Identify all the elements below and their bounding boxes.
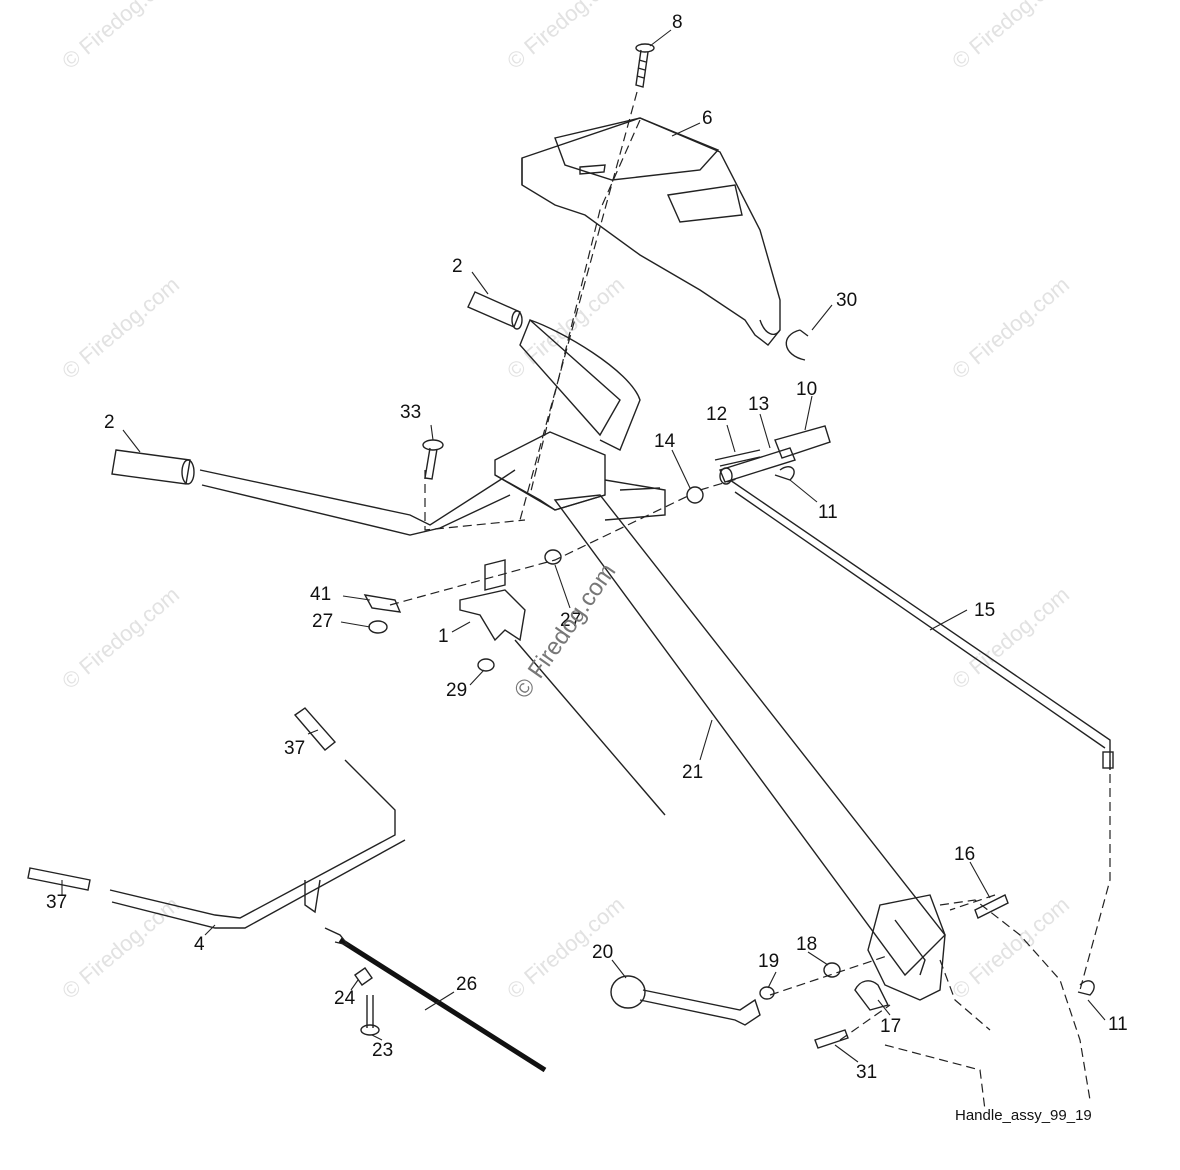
callout-label: 33	[400, 402, 421, 423]
part-nut-29	[477, 658, 495, 672]
part-nut-27-left	[368, 620, 388, 634]
part-clip	[785, 329, 809, 361]
callout-label: 30	[836, 290, 857, 311]
part-lever	[719, 425, 831, 485]
watermark: © Firedog.com	[947, 582, 1074, 694]
part-nut-27-right	[544, 549, 562, 565]
part-nut-18	[823, 962, 841, 978]
callout-label: 12	[706, 404, 727, 425]
part-cable-end	[324, 927, 350, 947]
part-frame-reference	[884, 899, 1091, 1111]
watermark: © Firedog.com	[57, 0, 184, 74]
callout-label: 14	[654, 431, 676, 452]
callout-label: 15	[974, 600, 995, 621]
callout-label: 2	[104, 412, 115, 433]
watermark: © Firedog.com	[57, 892, 184, 1004]
watermark: © Firedog.com	[947, 0, 1074, 74]
part-pin-24	[354, 967, 373, 986]
part-screw-top	[635, 43, 655, 88]
watermark-layer: © Firedog.com © Firedog.com © Firedog.co…	[57, 0, 1074, 1004]
part-shift-lever	[610, 975, 761, 1026]
callout-label: 23	[372, 1040, 393, 1061]
part-carriage-bolt	[422, 439, 444, 480]
part-control-rod-end	[1102, 751, 1114, 769]
callout-label: 31	[856, 1062, 877, 1083]
callout-label: 11	[818, 502, 838, 523]
part-control-rod	[729, 479, 1111, 770]
callout-label: 18	[796, 934, 817, 955]
part-bolt-12	[714, 449, 761, 467]
part-handle-bracket	[494, 431, 666, 521]
leader-lines	[61, 29, 1106, 1063]
callout-labels: 8 6 2 30 2 33 12 13 10 14 11 15 41 27 27…	[46, 12, 1128, 1083]
callout-label: 20	[592, 942, 613, 963]
part-control-bracket	[459, 559, 666, 816]
callout-label: 19	[758, 951, 779, 972]
watermark: © Firedog.com	[947, 892, 1074, 1004]
part-lower-handle	[27, 707, 406, 929]
part-spacer-14	[686, 486, 704, 504]
part-bolt-23	[360, 995, 380, 1036]
callout-label: 27	[312, 611, 333, 632]
part-cable-clip	[363, 594, 402, 613]
watermark: © Firedog.com	[947, 272, 1074, 384]
part-cam-17	[854, 980, 890, 1011]
callout-label: 21	[682, 762, 703, 783]
callout-label: 27	[560, 610, 581, 631]
callout-label: 11	[1108, 1014, 1128, 1035]
callout-label: 16	[954, 844, 975, 865]
callout-label: 24	[334, 988, 356, 1009]
diagram-caption: Handle_assy_99_19	[955, 1107, 1092, 1124]
watermark-prominent: © Firedog.com	[509, 559, 622, 704]
watermark: © Firedog.com	[57, 582, 184, 694]
callout-label: 26	[456, 974, 477, 995]
callout-label: 2	[452, 256, 463, 277]
callout-label: 10	[796, 379, 817, 400]
callout-label: 13	[748, 394, 769, 415]
watermark: © Firedog.com	[502, 0, 629, 74]
part-hairpin-11-lower	[1077, 980, 1095, 996]
part-bolt-31	[814, 1029, 849, 1049]
callout-label: 4	[194, 934, 205, 955]
callout-label: 1	[438, 626, 449, 647]
callout-label: 29	[446, 680, 467, 701]
part-hairpin-11	[774, 466, 795, 481]
callout-label: 37	[46, 892, 67, 913]
part-cable	[338, 937, 547, 1073]
part-bolt-16	[974, 894, 1009, 919]
callout-label: 37	[284, 738, 305, 759]
assembly-lines	[389, 91, 1111, 1041]
part-console-cover	[521, 117, 781, 346]
part-washer-19	[759, 986, 775, 1000]
callout-label: 8	[672, 12, 683, 33]
watermark: © Firedog.com	[57, 272, 184, 384]
watermark: © Firedog.com	[502, 272, 629, 384]
part-handlebar	[111, 291, 641, 536]
callout-label: 17	[880, 1016, 901, 1037]
part-main-handle-tube	[553, 494, 946, 1001]
callout-label: 41	[310, 584, 331, 605]
callout-label: 6	[702, 108, 713, 129]
